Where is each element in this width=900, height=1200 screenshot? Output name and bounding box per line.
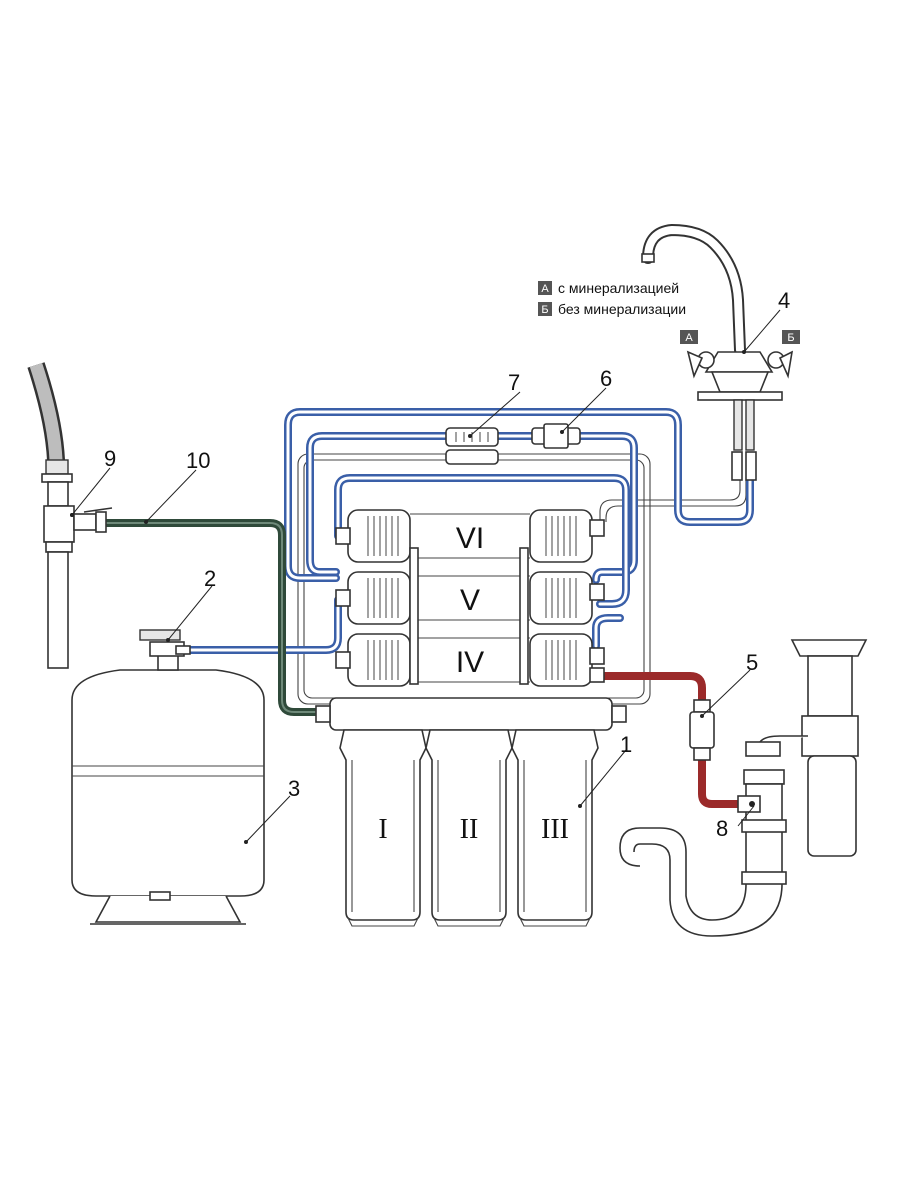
stage-label-6: VI (456, 522, 484, 555)
callout-9: 9 (104, 446, 116, 471)
faucet-4: А Б (641, 223, 800, 481)
housing-1 (339, 729, 427, 927)
legend-box-b (538, 302, 552, 316)
faucet-mark-b: Б (787, 332, 794, 344)
callout-10: 10 (186, 448, 210, 473)
green-tube (100, 519, 336, 716)
housing-2 (425, 729, 513, 927)
callout-3: 3 (288, 776, 300, 801)
stage-label-5: V (460, 584, 480, 617)
callout-1: 1 (620, 732, 632, 757)
check-valve-6 (531, 423, 581, 449)
callout-5: 5 (746, 650, 758, 675)
legend: А с минерализацией Б без минерализации (538, 280, 686, 317)
callout-2: 2 (204, 566, 216, 591)
stage-label-3: III (541, 814, 569, 845)
stage-label-2: II (460, 814, 479, 845)
stage-label-1: I (378, 814, 387, 845)
prefilter-housings (315, 697, 627, 927)
blue-tubes (172, 408, 754, 654)
legend-text-a: с минерализацией (558, 280, 679, 296)
membrane-block (335, 509, 605, 687)
red-drain-tube (596, 672, 740, 808)
housing-3 (511, 729, 599, 927)
storage-tank-3 (71, 629, 265, 925)
legend-box-b-letter: Б (541, 304, 548, 316)
callout-4: 4 (778, 288, 790, 313)
post-filter-7 (445, 427, 499, 465)
stage-label-4: IV (456, 646, 484, 679)
callout-8: 8 (716, 816, 728, 841)
sink-drain (619, 639, 868, 937)
flow-restrictor-5 (689, 699, 715, 761)
blue-tube-tank (172, 596, 342, 654)
callout-7: 7 (508, 370, 520, 395)
legend-box-a (538, 281, 552, 295)
feed-valve-9 (27, 362, 113, 669)
callout-6: 6 (600, 366, 612, 391)
legend-box-a-letter: А (541, 283, 549, 295)
legend-text-b: без минерализации (558, 301, 686, 317)
callout-leaders (71, 309, 781, 843)
callout-dots (70, 350, 746, 844)
faucet-mark-a: А (685, 332, 693, 344)
